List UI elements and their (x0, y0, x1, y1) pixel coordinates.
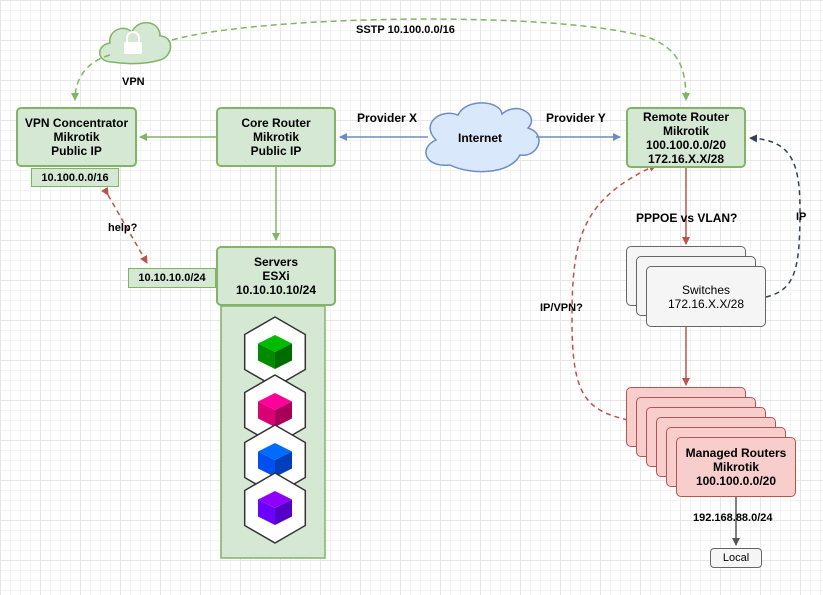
label-pppoe: PPPOE vs VLAN? (636, 211, 738, 225)
edge-help (101, 186, 148, 264)
managed-routers-subnet: 100.100.0.0/20 (695, 474, 777, 488)
label-lan: 192.168.88.0/24 (693, 512, 773, 524)
vpn-concentrator-title: VPN Concentrator (24, 116, 129, 130)
switches-subnet: 172.16.X.X/28 (667, 296, 745, 311)
servers-ip: 10.10.10.10/24 (235, 283, 317, 297)
label-ip-vpn: IP/VPN? (540, 302, 583, 314)
managed-routers-title: Managed Routers (685, 446, 787, 460)
remote-router-title: Remote Router (642, 109, 729, 124)
servers-node: Servers ESXi 10.10.10.10/24 (216, 246, 336, 306)
label-sstp: SSTP 10.100.0.0/16 (356, 24, 455, 36)
label-vpn: VPN (122, 76, 145, 88)
cube-icon (243, 472, 307, 544)
lock-icon (124, 31, 142, 54)
remote-router-subnet-public: 100.100.0.0/20 (645, 137, 727, 152)
edge-ip (749, 134, 801, 298)
edge-vpn-to-concentrator (71, 54, 111, 101)
vpn-concentrator-ip: Public IP (51, 144, 102, 158)
remote-router-node: Remote Router Mikrotik 100.100.0.0/20 17… (626, 107, 746, 168)
vpn-concentrator-vendor: Mikrotik (53, 130, 100, 144)
core-router-vendor: Mikrotik (252, 130, 299, 144)
remote-router-vendor: Mikrotik (662, 123, 709, 138)
cube-icon (243, 424, 307, 496)
label-ip: IP (796, 211, 807, 223)
vpn-concentrator-node: VPN Concentrator Mikrotik Public IP (16, 107, 137, 167)
remote-router-subnet-private: 172.16.X.X/28 (647, 151, 725, 166)
edge-sstp (171, 18, 690, 101)
core-router-ip: Public IP (250, 144, 302, 158)
managed-routers-node: Managed Routers Mikrotik 100.100.0.0/20 (676, 437, 796, 497)
servers-hypervisor: ESXi (262, 269, 290, 283)
local-node: Local (710, 548, 762, 568)
cube-icon (243, 316, 307, 388)
core-router-title: Core Router (241, 116, 311, 130)
managed-routers-vendor: Mikrotik (712, 460, 759, 474)
label-help: help? (108, 222, 138, 234)
internet-cloud-shape (425, 102, 540, 173)
core-router-node: Core Router Mikrotik Public IP (216, 107, 336, 167)
vpn-concentrator-subnet: 10.100.0.0/16 (31, 168, 119, 187)
label-provider-y: Provider Y (546, 111, 606, 125)
switches-title: Switches (681, 282, 731, 297)
edge-ip-vpn (571, 164, 657, 421)
label-provider-x: Provider X (357, 111, 418, 125)
servers-title: Servers (253, 255, 299, 269)
servers-subnet: 10.10.10.0/24 (128, 268, 216, 288)
label-internet: Internet (458, 131, 503, 145)
switches-node: Switches 172.16.X.X/28 (646, 266, 766, 327)
